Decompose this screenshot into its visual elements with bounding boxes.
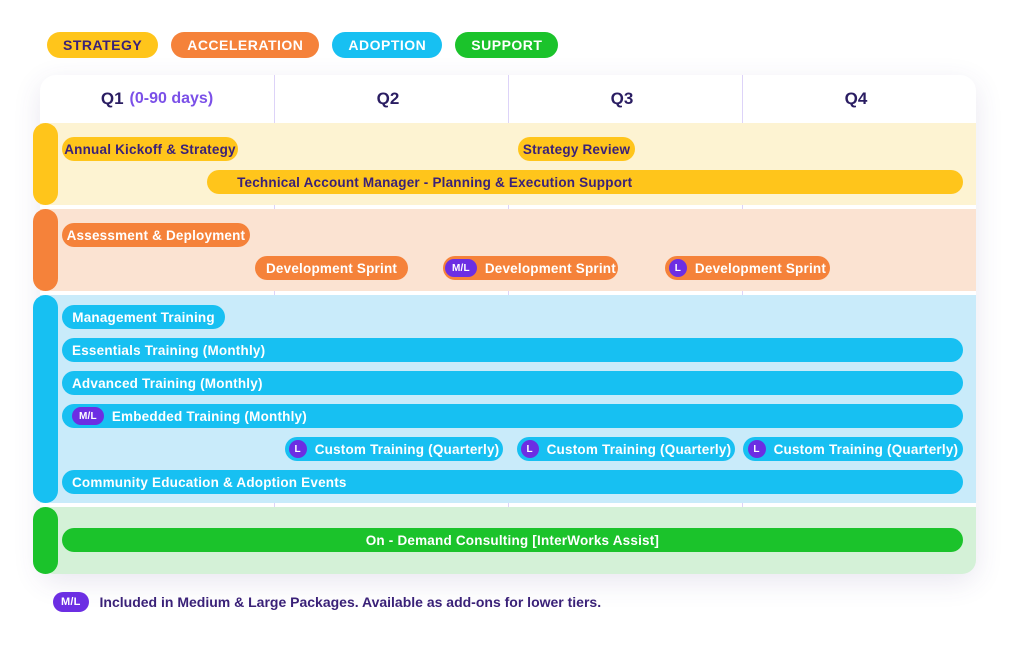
bar-label: Management Training <box>72 310 215 325</box>
legend-pill-adoption: ADOPTION <box>332 32 442 58</box>
bar-technical-account-manager-planning-execution-support: Technical Account Manager - Planning & E… <box>207 170 963 194</box>
l-package-badge: L <box>521 440 539 458</box>
legend: STRATEGY ACCELERATION ADOPTION SUPPORT <box>47 32 558 58</box>
bar-assessment-deployment: Assessment & Deployment <box>62 223 250 247</box>
header-q2-label: Q2 <box>377 89 400 109</box>
acceleration-marker <box>33 209 58 291</box>
header-q1: Q1 (0-90 days) <box>40 75 274 123</box>
bar-label: Advanced Training (Monthly) <box>72 376 263 391</box>
bar-label: Assessment & Deployment <box>67 228 246 243</box>
ml-package-badge: M/L <box>72 407 104 425</box>
header-q4-label: Q4 <box>845 89 868 109</box>
bar-label: Development Sprint <box>485 261 616 276</box>
bar-strategy-review: Strategy Review <box>518 137 635 161</box>
l-package-badge: L <box>748 440 766 458</box>
bar-annual-kickoff-strategy: Annual Kickoff & Strategy <box>62 137 238 161</box>
roadmap-card: Q1 (0-90 days) Q2 Q3 Q4 Annual Kickoff &… <box>40 75 976 574</box>
bar-label: Strategy Review <box>523 142 630 157</box>
legend-pill-support: SUPPORT <box>455 32 558 58</box>
bar-on-demand-consulting-interworks-assist: On - Demand Consulting [InterWorks Assis… <box>62 528 963 552</box>
adoption-marker <box>33 295 58 503</box>
bar-label: Essentials Training (Monthly) <box>72 343 265 358</box>
header-q3-label: Q3 <box>611 89 634 109</box>
bar-label: Development Sprint <box>266 261 397 276</box>
legend-pill-acceleration: ACCELERATION <box>171 32 319 58</box>
bar-community-education-adoption-events: Community Education & Adoption Events <box>62 470 963 494</box>
header-q4: Q4 <box>742 75 976 123</box>
bar-label: On - Demand Consulting [InterWorks Assis… <box>366 533 659 548</box>
bar-label: Custom Training (Quarterly) <box>315 442 500 457</box>
bar-development-sprint: M/L Development Sprint <box>443 256 618 280</box>
bar-custom-training-quarterly: L Custom Training (Quarterly) <box>285 437 503 461</box>
bar-embedded-training-monthly: M/L Embedded Training (Monthly) <box>62 404 963 428</box>
bar-advanced-training-monthly: Advanced Training (Monthly) <box>62 371 963 395</box>
ml-package-badge: M/L <box>53 592 89 612</box>
bar-essentials-training-monthly: Essentials Training (Monthly) <box>62 338 963 362</box>
legend-pill-strategy: STRATEGY <box>47 32 158 58</box>
bar-management-training: Management Training <box>62 305 225 329</box>
bar-label: Technical Account Manager - Planning & E… <box>237 175 632 190</box>
bar-custom-training-quarterly: L Custom Training (Quarterly) <box>743 437 963 461</box>
footnote-text: Included in Medium & Large Packages. Ava… <box>100 594 602 610</box>
header-q2: Q2 <box>274 75 508 123</box>
header-q3: Q3 <box>508 75 742 123</box>
footnote: M/L Included in Medium & Large Packages.… <box>53 592 601 612</box>
bar-development-sprint: Development Sprint <box>255 256 408 280</box>
bar-label: Community Education & Adoption Events <box>72 475 347 490</box>
strategy-marker <box>33 123 58 205</box>
l-package-badge: L <box>289 440 307 458</box>
bar-custom-training-quarterly: L Custom Training (Quarterly) <box>517 437 735 461</box>
quarter-header-row: Q1 (0-90 days) Q2 Q3 Q4 <box>40 75 976 123</box>
bar-development-sprint: L Development Sprint <box>665 256 830 280</box>
l-package-badge: L <box>669 259 687 277</box>
bar-label: Custom Training (Quarterly) <box>774 442 959 457</box>
header-q1-label: Q1 <box>101 89 124 109</box>
bar-label: Annual Kickoff & Strategy <box>64 142 236 157</box>
ml-package-badge: M/L <box>445 259 477 277</box>
bar-label: Development Sprint <box>695 261 826 276</box>
header-q1-note: (0-90 days) <box>130 90 214 108</box>
bar-label: Embedded Training (Monthly) <box>112 409 307 424</box>
bar-label: Custom Training (Quarterly) <box>547 442 732 457</box>
support-marker <box>33 507 58 574</box>
